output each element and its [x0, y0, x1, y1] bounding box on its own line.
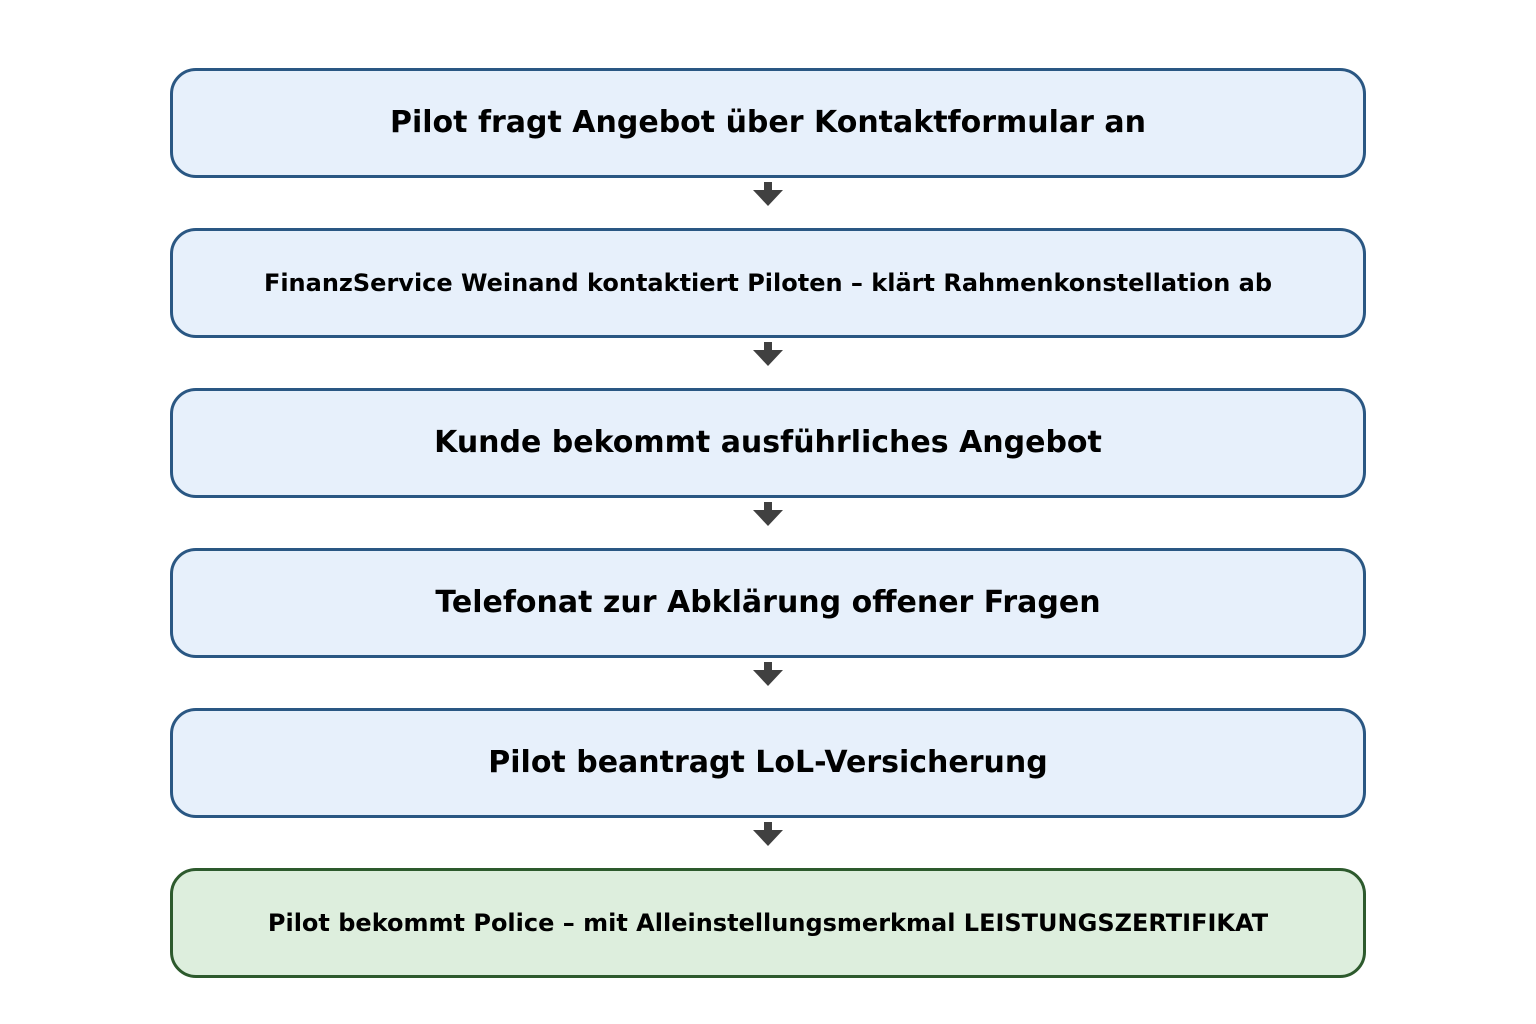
down-arrow-icon — [752, 502, 784, 526]
flow-step-box-6-result: Pilot bekommt Police – mit Alleinstellun… — [170, 868, 1366, 978]
down-arrow-icon — [752, 182, 784, 206]
flow-step-box-2: FinanzService Weinand kontaktiert Pilote… — [170, 228, 1366, 338]
flow-step-box-4: Telefonat zur Abklärung offener Fragen — [170, 548, 1366, 658]
flow-step-label-1: Pilot fragt Angebot über Kontaktformular… — [390, 105, 1146, 140]
flow-step-box-5: Pilot beantragt LoL-Versicherung — [170, 708, 1366, 818]
flow-step-label-2: FinanzService Weinand kontaktiert Pilote… — [263, 268, 1273, 297]
flow-step-label-5: Pilot beantragt LoL-Versicherung — [488, 745, 1048, 780]
down-arrow-icon — [752, 662, 784, 686]
down-arrow-icon — [752, 342, 784, 366]
flow-step-label-6: Pilot bekommt Police – mit Alleinstellun… — [267, 908, 1269, 937]
flow-step-box-1: Pilot fragt Angebot über Kontaktformular… — [170, 68, 1366, 178]
down-arrow-icon — [752, 822, 784, 846]
flow-step-box-3: Kunde bekommt ausführliches Angebot — [170, 388, 1366, 498]
flow-step-label-4: Telefonat zur Abklärung offener Fragen — [435, 585, 1101, 620]
flow-step-label-3: Kunde bekommt ausführliches Angebot — [434, 425, 1102, 460]
